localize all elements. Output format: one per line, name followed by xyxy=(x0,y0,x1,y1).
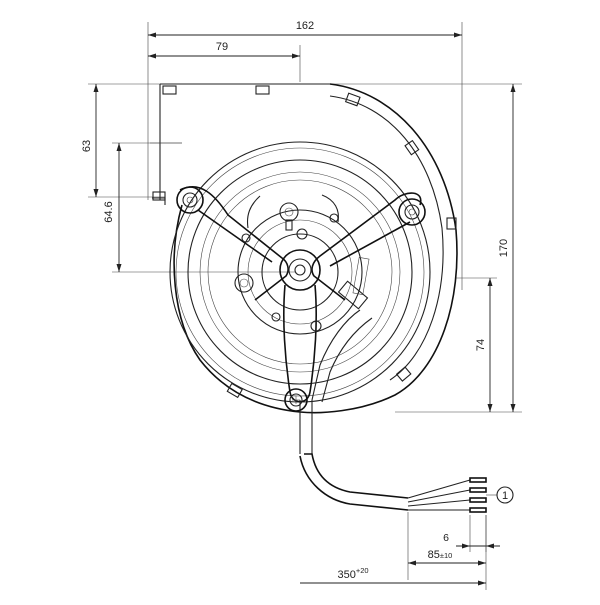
cable xyxy=(299,309,487,513)
dim-width-to-center: 79 xyxy=(148,41,301,82)
dim-label-63: 63 xyxy=(81,140,93,152)
dim-label-79: 79 xyxy=(216,41,228,53)
dim-label-64-6: 64.6 xyxy=(103,201,115,222)
dim-wire-end: 85±10 xyxy=(407,512,486,580)
dim-outlet-to-bottom: 74 xyxy=(455,277,497,412)
fan-housing xyxy=(150,83,458,414)
dim-overall-width: 162 xyxy=(147,20,463,290)
dim-label-74: 74 xyxy=(475,339,487,351)
callout-1: 1 xyxy=(486,486,514,504)
dim-overall-height: 170 xyxy=(330,83,522,413)
dim-label-6: 6 xyxy=(443,532,449,544)
dim-label-85: 85±10 xyxy=(428,549,453,561)
dim-wire-strip: 6 xyxy=(443,515,500,552)
dim-cable-length: 350+20 xyxy=(300,515,487,590)
dim-top-to-inlet: 63 xyxy=(81,83,320,198)
callout-circle xyxy=(496,486,514,504)
dim-label-162: 162 xyxy=(296,20,314,32)
callout-number: 1 xyxy=(502,490,508,502)
dim-label-350: 350+20 xyxy=(337,566,368,581)
motor-detail xyxy=(234,194,370,332)
dim-label-170: 170 xyxy=(498,239,510,257)
dim-inlet-to-center: 64.6 xyxy=(103,142,295,273)
